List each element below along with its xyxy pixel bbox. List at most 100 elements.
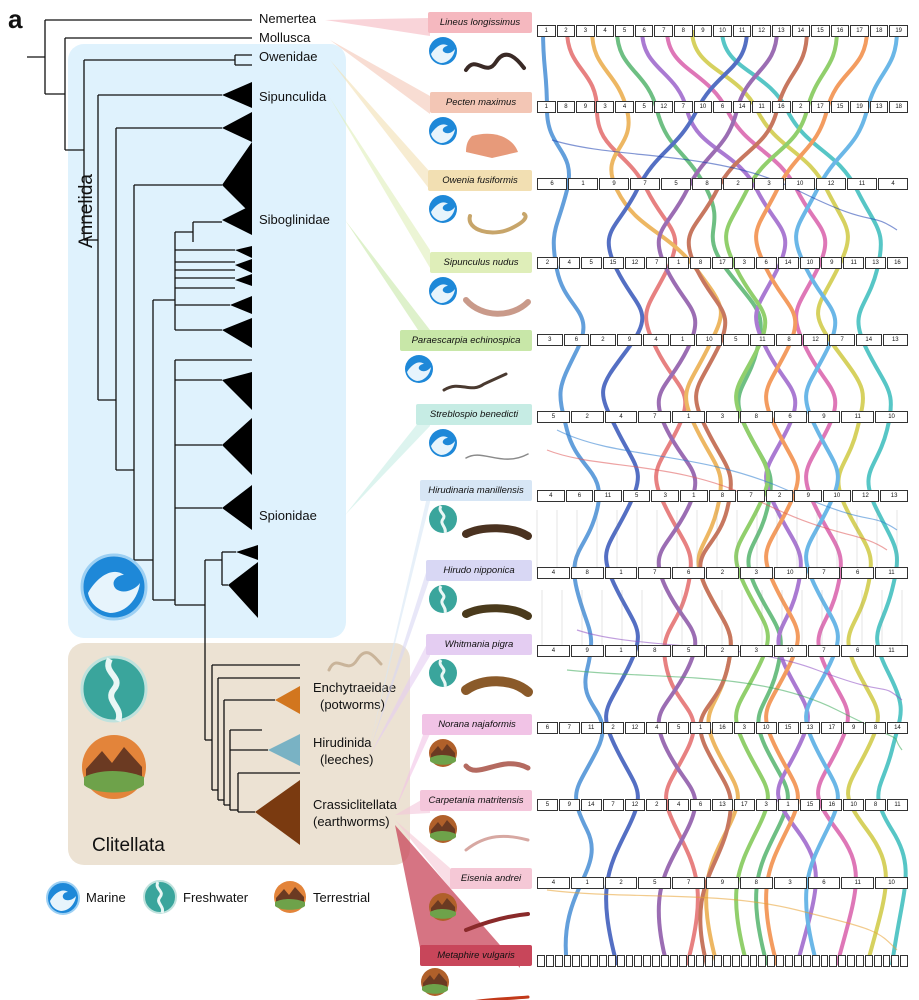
chromosome-block: 10 <box>875 411 908 423</box>
chromosome-block <box>714 955 723 967</box>
chromosome-block <box>749 955 758 967</box>
chromosome-block: 9 <box>807 411 841 423</box>
hirudinida-triangle <box>268 734 300 766</box>
freshwater-habitat-icon <box>429 659 457 688</box>
chromosome-block: 1 <box>604 567 638 579</box>
organism-illustration-lineus-longissimus <box>464 52 526 72</box>
siboglinidae-label: Siboglinidae <box>259 212 330 227</box>
chromosome-block <box>572 955 581 967</box>
spionidae-label: Spionidae <box>259 508 317 523</box>
organism-illustration-whitmania-pigra <box>461 676 533 697</box>
chromosome-block: 13 <box>880 490 908 502</box>
chromosome-block: 10 <box>823 490 851 502</box>
chromosome-block: 3 <box>651 490 680 502</box>
chromosome-block: 2 <box>765 490 794 502</box>
freshwater-habitat-icon <box>429 585 457 614</box>
chromosome-block: 6 <box>537 178 567 190</box>
chromosome-block: 1 <box>680 490 708 502</box>
chromosome-block <box>847 955 855 967</box>
chromosome-block: 16 <box>887 257 908 269</box>
chromosome-block: 14 <box>777 257 799 269</box>
chromosome-block: 4 <box>878 178 908 190</box>
organism-illustration-hirudinaria-manillensis <box>462 524 532 540</box>
chromosome-block: 7 <box>674 101 693 113</box>
chromosome-block <box>802 955 811 967</box>
species-name-streblospio-benedicti: Streblospio benedicti <box>416 404 532 425</box>
chromosome-block: 10 <box>773 645 807 657</box>
chromosome-block: 1 <box>672 411 706 423</box>
chromosome-block: 17 <box>821 722 843 734</box>
chromosome-block: 3 <box>537 334 563 346</box>
chromosome-block: 9 <box>693 25 713 37</box>
organism-illustration-pecten-maximus <box>466 133 518 158</box>
chromosome-block: 10 <box>713 25 732 37</box>
chromosome-block: 14 <box>887 722 908 734</box>
organism-illustration-streblospio-benedicti <box>465 453 529 460</box>
enchytraeidae-label: Enchytraeidae <box>313 680 397 695</box>
chromosome-block: 2 <box>723 178 753 190</box>
chromosome-block: 2 <box>604 877 638 889</box>
chromosome-block: 10 <box>799 257 821 269</box>
legend-freshwater-label: Freshwater <box>183 890 249 905</box>
legend-terrestrial-icon <box>274 881 306 913</box>
chromosome-block: 4 <box>615 101 634 113</box>
chromosome-block <box>731 955 740 967</box>
chromosome-block <box>811 955 820 967</box>
chromosome-block: 11 <box>875 645 908 657</box>
chromosome-block: 4 <box>558 257 580 269</box>
terrestrial-habitat-icon <box>429 893 457 921</box>
chromosome-block: 3 <box>754 178 784 190</box>
organism-illustration-paraescarpia-echinospica <box>442 372 508 392</box>
chromosome-block <box>891 955 900 967</box>
species-name-paraescarpia-echinospica: Paraescarpia echinospica <box>400 330 532 351</box>
chromosome-block: 11 <box>875 567 908 579</box>
chromosome-block: 8 <box>708 490 737 502</box>
chromosome-block <box>599 955 607 967</box>
chromosome-block: 3 <box>773 877 807 889</box>
chromosome-block: 13 <box>712 799 733 811</box>
clitellata-label: Clitellata <box>92 835 165 856</box>
chromosome-block: 2 <box>706 645 739 657</box>
chromosome-block: 6 <box>690 799 711 811</box>
panel-letter: a <box>8 4 23 34</box>
chromosome-block <box>652 955 661 967</box>
chromosome-block: 9 <box>794 490 823 502</box>
legend-marine-label: Marine <box>86 890 126 905</box>
chromosome-block: 10 <box>696 334 723 346</box>
chromosome-block: 3 <box>739 567 773 579</box>
chromosome-block: 5 <box>580 257 602 269</box>
chromosome-block: 12 <box>624 257 646 269</box>
chromosome-block: 1 <box>669 334 696 346</box>
chromosome-block: 18 <box>869 25 889 37</box>
legend-marine-icon <box>46 881 80 915</box>
chromosome-block: 9 <box>570 645 604 657</box>
organism-illustration-eisenia-andrei <box>464 912 530 932</box>
chromosome-block: 6 <box>841 645 875 657</box>
annelida-background <box>68 44 346 638</box>
chromosome-block: 7 <box>630 178 660 190</box>
chromosome-block: 14 <box>855 334 882 346</box>
terrestrial-icon <box>82 735 146 799</box>
chromosome-block <box>900 955 909 967</box>
chromosome-block: 6 <box>713 101 732 113</box>
chromosome-block: 16 <box>771 101 791 113</box>
chromosome-block: 6 <box>755 257 777 269</box>
chromosome-block: 4 <box>537 567 570 579</box>
chromosome-block: 8 <box>570 567 604 579</box>
enchytraeidae-common-label: (potworms) <box>320 697 386 712</box>
marine-icon <box>80 553 148 621</box>
chromosome-block: 10 <box>843 799 865 811</box>
freshwater-icon <box>80 655 148 723</box>
marine-habitat-icon <box>429 277 457 305</box>
chromosome-block: 2 <box>537 257 558 269</box>
chromosome-block: 8 <box>556 101 576 113</box>
chromosome-block <box>634 955 643 967</box>
